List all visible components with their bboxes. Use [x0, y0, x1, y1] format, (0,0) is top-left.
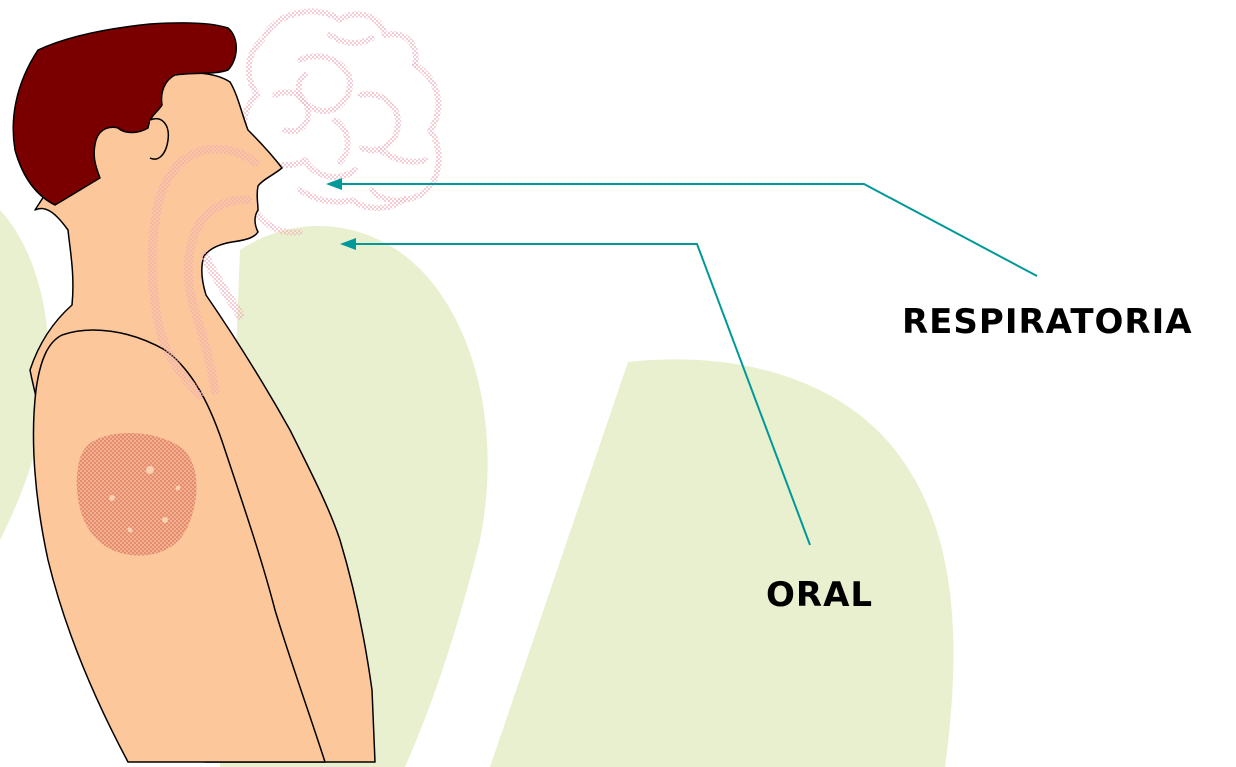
background-shape-right [490, 359, 953, 767]
vapor-cloud-icon [244, 12, 439, 233]
oral-route-label: ORAL [766, 575, 873, 615]
respiratory-route-label: RESPIRATORIA [902, 302, 1193, 342]
respiratory-leader-line [334, 184, 1037, 276]
